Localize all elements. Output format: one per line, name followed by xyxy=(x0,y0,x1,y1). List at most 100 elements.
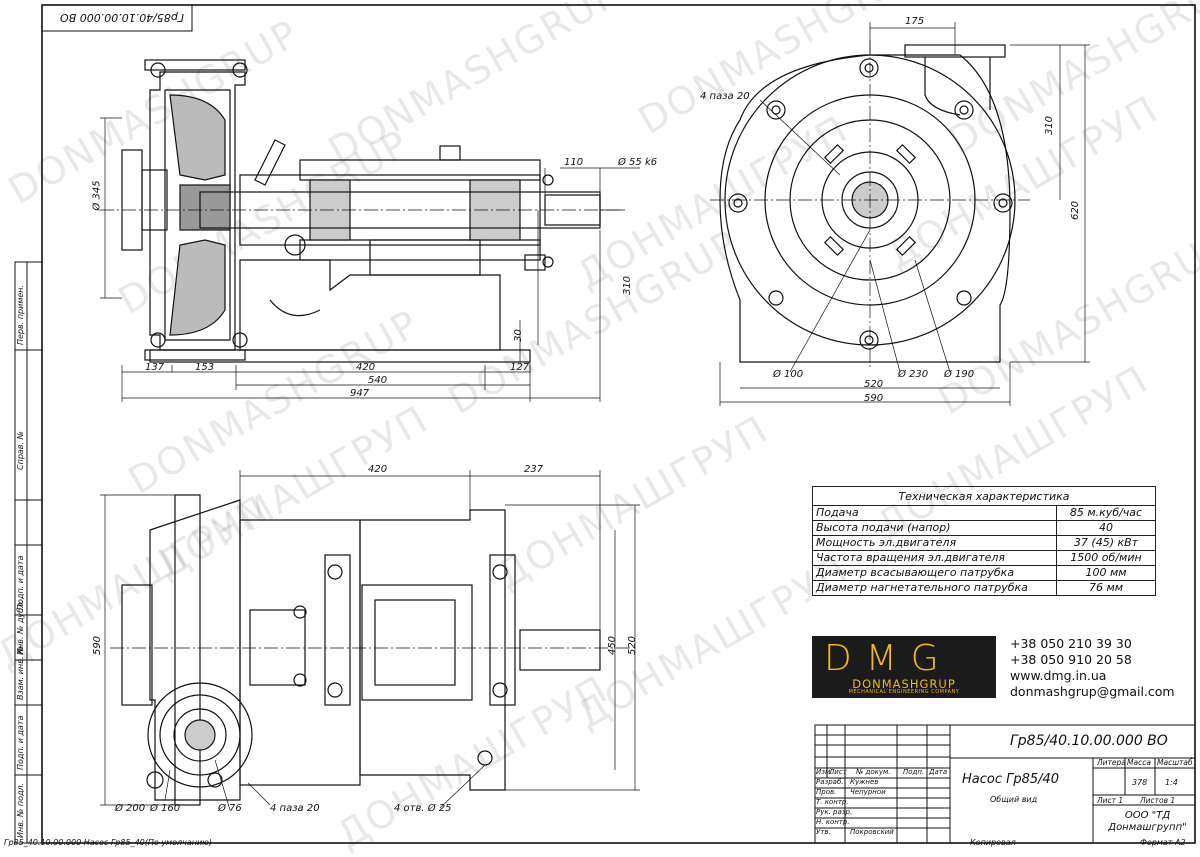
dim-label: 153 xyxy=(195,362,215,373)
spec-name: Мощность эл.двигателя xyxy=(812,535,1057,551)
phone-2: +38 050 910 20 58 xyxy=(1010,652,1132,667)
dim-label: Ø 200 xyxy=(115,803,146,814)
role-label: Т. контр. xyxy=(816,798,849,806)
phone-1: +38 050 210 39 30 xyxy=(1010,636,1132,651)
dim-label: 420 xyxy=(356,362,376,373)
scale-value: 1:4 xyxy=(1165,778,1178,787)
spec-value: 85 м.куб/час xyxy=(1056,505,1156,521)
col-header: Изм. xyxy=(816,768,833,776)
file-name: Гр85_40.10.00.000 Насос Гр85_40(По умолч… xyxy=(4,838,213,847)
logo-mark: DMG xyxy=(824,638,953,679)
dim-label: 590 xyxy=(864,393,884,404)
contacts: +38 050 210 39 30 +38 050 910 20 58 www.… xyxy=(1010,636,1175,700)
col-header: Подп. xyxy=(903,768,925,776)
dim-label: 540 xyxy=(368,375,388,386)
front-view-dimensions xyxy=(719,22,1090,406)
logo-name: DONMASHGRUP xyxy=(852,677,956,691)
website-link[interactable]: www.dmg.in.ua xyxy=(1010,668,1107,683)
role-label: Н. контр. xyxy=(816,818,850,826)
company-logo: DMG DONMASHGRUP MECHANICAL ENGINEERING C… xyxy=(812,636,996,698)
side-stamp-label: Справ. № xyxy=(16,431,25,470)
dim-label: Ø 190 xyxy=(944,369,975,380)
person-name: Кужнев xyxy=(850,778,879,786)
dim-label: Ø 230 xyxy=(898,369,929,380)
side-view-dimensions xyxy=(100,117,640,402)
sheets-total: Листов 1 xyxy=(1140,796,1176,805)
spec-name: Диаметр нагнетательного патрубка xyxy=(812,580,1057,596)
dim-label: 175 xyxy=(905,16,925,27)
spec-name: Диаметр всасывающего патрубка xyxy=(812,565,1057,581)
role-label: Рук. разр. xyxy=(816,808,853,816)
col-header: № докум. xyxy=(856,768,891,776)
email-link[interactable]: donmashgrup@gmail.com xyxy=(1010,684,1175,699)
spec-value: 100 мм xyxy=(1056,565,1156,581)
dim-label: 520 xyxy=(864,379,884,390)
litera-header: Литера xyxy=(1097,758,1126,767)
sheet-number: Лист 1 xyxy=(1097,796,1124,805)
dim-label: 4 отв. Ø 25 xyxy=(394,803,452,814)
spec-name: Подача xyxy=(812,505,1057,521)
copied-label: Копировал xyxy=(970,838,1016,847)
dim-label: Ø 160 xyxy=(150,803,181,814)
spec-value: 76 мм xyxy=(1056,580,1156,596)
dim-label: 947 xyxy=(350,388,370,399)
dim-label: Ø 55 k6 xyxy=(618,157,658,168)
dim-label: 590 xyxy=(92,635,104,656)
company-name: ООО "ТД Донмашгрупп" xyxy=(1108,810,1187,833)
role-label: Утв. xyxy=(816,828,831,836)
dim-label: 420 xyxy=(368,464,388,475)
side-stamp-label: Взам. инв. № xyxy=(16,645,25,700)
dim-label: 310 xyxy=(1044,115,1056,136)
person-name: Чепурнои xyxy=(850,788,886,796)
mass-value: 378 xyxy=(1132,778,1148,787)
role-label: Пров. xyxy=(816,788,837,796)
dim-label: 4 паза 20 xyxy=(700,91,750,102)
dim-label: Ø 345 xyxy=(91,180,103,211)
dim-label: 110 xyxy=(564,157,584,168)
plan-view-dimensions xyxy=(100,470,640,811)
dim-label: 237 xyxy=(524,464,544,475)
dim-label: Ø 100 xyxy=(773,369,804,380)
person-name: Покровский xyxy=(850,828,894,836)
title-code: Гр85/40.10.00.000 ВО xyxy=(1010,733,1168,749)
side-stamp-label: Инв. № подл. xyxy=(16,782,25,838)
dim-label: Ø 76 xyxy=(218,803,242,814)
spec-value: 1500 об/мин xyxy=(1056,550,1156,566)
spec-title: Техническая характеристика xyxy=(812,486,1156,506)
dim-label: 310 xyxy=(622,275,634,296)
title-subname: Общий вид xyxy=(990,795,1038,804)
dim-label: 137 xyxy=(145,362,165,373)
dim-label: 520 xyxy=(627,635,639,656)
col-header: Дата xyxy=(929,768,948,776)
dim-label: 4 паза 20 xyxy=(270,803,320,814)
masshtab-header: Масштаб xyxy=(1157,758,1193,767)
dim-label: 620 xyxy=(1070,200,1082,221)
dim-label: 450 xyxy=(607,635,619,656)
title-name: Насос Гр85/40 xyxy=(962,772,1060,787)
code-stamp-box xyxy=(41,4,193,32)
spec-value: 37 (45) кВт xyxy=(1056,535,1156,551)
side-stamp-frame xyxy=(14,261,43,844)
plan-view xyxy=(110,494,630,806)
spec-row: Высота подачи (напор)40 xyxy=(812,520,1156,536)
side-stamp-label: Подп. и дата xyxy=(16,715,25,771)
spec-value: 40 xyxy=(1056,520,1156,536)
dim-label: 30 xyxy=(512,329,524,342)
front-view xyxy=(710,40,1030,370)
title-block-grid xyxy=(814,724,1196,844)
side-view xyxy=(100,59,620,363)
logo-tagline: MECHANICAL ENGINEERING COMPANY xyxy=(848,689,960,695)
massa-header: Масса xyxy=(1127,758,1151,767)
side-stamp-label: Перв. примен. xyxy=(16,284,25,345)
drawing-code-stamp: Гр85/40.10.00.000 ВО xyxy=(60,11,184,24)
col-header: Лист xyxy=(829,768,847,776)
dim-label: 127 xyxy=(510,362,530,373)
